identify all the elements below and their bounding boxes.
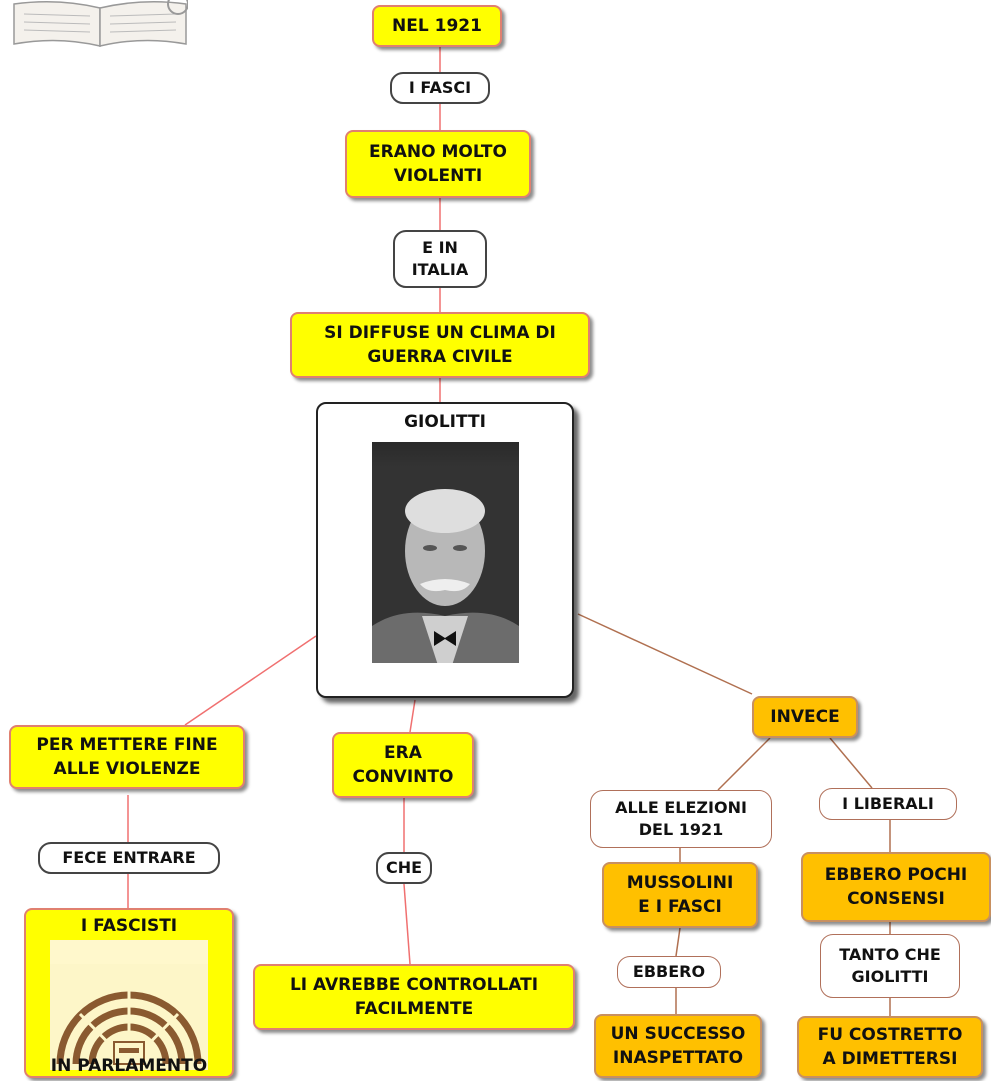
node-giolitti: GIOLITTI	[316, 402, 574, 698]
node-per-mettere-fine: PER METTERE FINE ALLE VIOLENZE	[9, 725, 245, 789]
link-label-i-fasci: I FASCI	[390, 72, 490, 104]
node-mussolini-e-i-fasci: MUSSOLINI E I FASCI	[602, 862, 758, 928]
link-label-fece-entrare: FECE ENTRARE	[38, 842, 220, 874]
giolitti-title: GIOLITTI	[404, 412, 486, 432]
fascisti-subtitle: IN PARLAMENTO	[50, 1056, 208, 1076]
link-label-ebbero: EBBERO	[617, 956, 721, 988]
node-si-diffuse: SI DIFFUSE UN CLIMA DI GUERRA CIVILE	[290, 312, 590, 378]
node-li-avrebbe-controllati: LI AVREBBE CONTROLLATI FACILMENTE	[253, 964, 575, 1030]
node-invece: INVECE	[752, 696, 858, 738]
giolitti-portrait	[371, 442, 519, 663]
link-label-che: CHE	[376, 852, 432, 884]
link-label-i-liberali: I LIBERALI	[819, 788, 957, 820]
node-ebbero-pochi-consensi: EBBERO POCHI CONSENSI	[801, 852, 991, 922]
node-erano-molto-violenti: ERANO MOLTO VIOLENTI	[345, 130, 531, 198]
link-label-tanto-che-giolitti: TANTO CHE GIOLITTI	[820, 934, 960, 998]
node-un-successo-inaspettato: UN SUCCESSO INASPETTATO	[594, 1014, 762, 1078]
book-magnifier-icon	[13, 0, 188, 47]
link-label-e-in-italia: E IN ITALIA	[393, 230, 487, 288]
link-label-alle-elezioni: ALLE ELEZIONI DEL 1921	[590, 790, 772, 848]
node-era-convinto: ERA CONVINTO	[332, 732, 474, 798]
node-fu-costretto: FU COSTRETTO A DIMETTERSI	[797, 1016, 983, 1078]
node-i-fascisti-in-parlamento: I FASCISTI IN PARLAMENTO	[24, 908, 234, 1078]
fascisti-title: I FASCISTI	[80, 916, 178, 936]
node-nel-1921: NEL 1921	[372, 5, 502, 47]
parliament-hemicycle-icon	[50, 940, 208, 1070]
